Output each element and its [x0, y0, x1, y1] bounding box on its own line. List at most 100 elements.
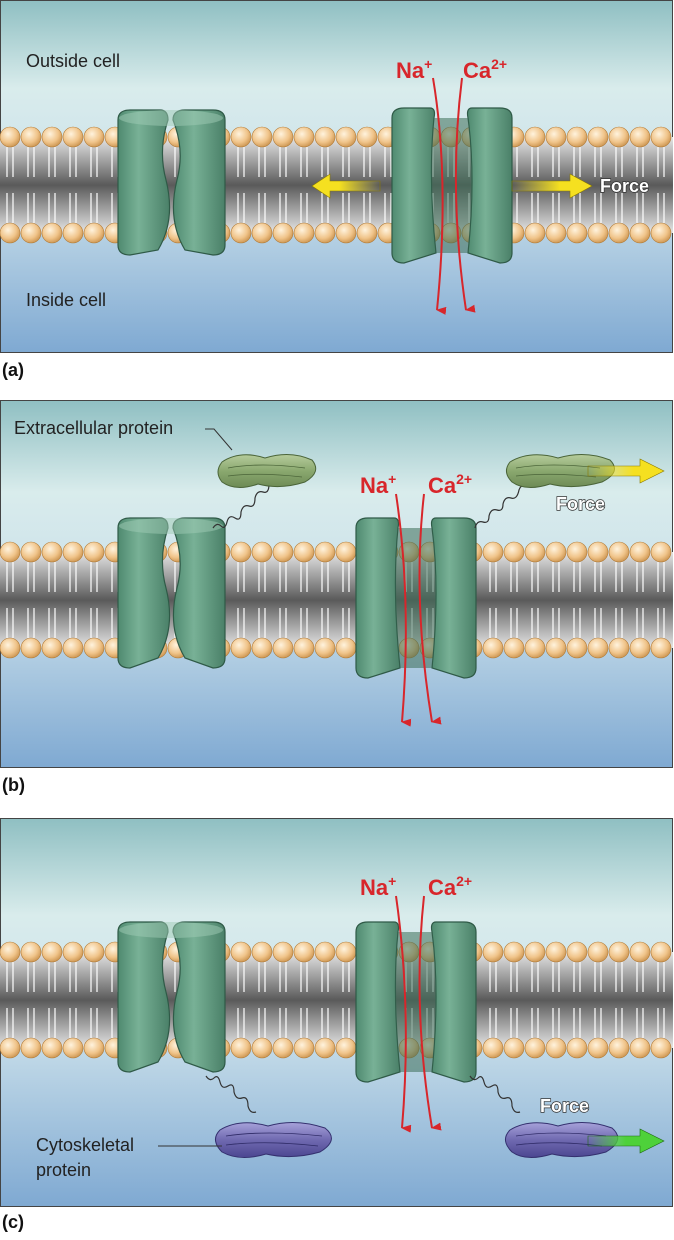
lipid-tail [510, 562, 518, 592]
lipid-tail [6, 1008, 14, 1038]
lipid-tail [321, 608, 329, 638]
lipid-tail [615, 608, 623, 638]
lipid-tail [90, 608, 98, 638]
panel-letter-a: (a) [2, 360, 24, 380]
lipid-tail [657, 962, 665, 992]
lipid-tail [69, 608, 77, 638]
membrane-c [0, 941, 673, 1059]
lipid-head [566, 541, 588, 563]
lipid-tail [636, 1008, 644, 1038]
extracellular-leader [205, 428, 233, 451]
lipid-tail [363, 147, 371, 177]
lipid-tail [615, 193, 623, 223]
lipid-head [335, 1037, 357, 1059]
lipid-head [524, 637, 546, 659]
tether-left-c [205, 1075, 257, 1113]
lipid-head [629, 222, 651, 244]
lipid-tail [489, 608, 497, 638]
lipid-head [503, 941, 525, 963]
lipid-tail [342, 1008, 350, 1038]
lipid-tail [510, 1008, 518, 1038]
lipid-tail [258, 562, 266, 592]
lipid-head [272, 1037, 294, 1059]
ion-label-ca-c: Ca2+ [428, 873, 472, 900]
ion-label-na-a: Na+ [396, 56, 432, 83]
lipid-head [587, 541, 609, 563]
lipid-tail [258, 193, 266, 223]
lipid-tail [279, 562, 287, 592]
lipid-head [650, 541, 672, 563]
lipid-head [83, 1037, 105, 1059]
lipid-head [62, 541, 84, 563]
lipid-head [41, 222, 63, 244]
closed-channel-c [117, 921, 226, 1073]
lipid-head [629, 941, 651, 963]
lipid-head [272, 222, 294, 244]
lipid-tail [552, 193, 560, 223]
lipid-tail [300, 962, 308, 992]
lipid-head [62, 637, 84, 659]
lipid-head [650, 126, 672, 148]
tether-left-b [212, 483, 270, 529]
lipid-head [566, 1037, 588, 1059]
lipid-tail [279, 193, 287, 223]
lipid-head [629, 126, 651, 148]
lipid-tail [363, 193, 371, 223]
lipid-head [335, 637, 357, 659]
outside-cell-label: Outside cell [26, 51, 120, 71]
lipid-head [272, 126, 294, 148]
cytoskeletal-protein-label-line1: Cytoskeletal [36, 1135, 134, 1155]
lipid-tail [48, 562, 56, 592]
lipid-tail [27, 608, 35, 638]
lipid-head [608, 637, 630, 659]
lipid-tail [321, 193, 329, 223]
lipid-head [482, 637, 504, 659]
lipid-head [83, 941, 105, 963]
lipid-head [314, 637, 336, 659]
lipid-tail [573, 608, 581, 638]
lipid-tail [342, 962, 350, 992]
lipid-head [587, 941, 609, 963]
lipid-tail [258, 147, 266, 177]
lipid-tail [279, 962, 287, 992]
lipid-head [482, 1037, 504, 1059]
lipid-tail [90, 193, 98, 223]
lipid-head [62, 1037, 84, 1059]
panel-letter-c: (c) [2, 1212, 24, 1232]
lipid-head [503, 637, 525, 659]
lipid-tail [258, 1008, 266, 1038]
force-arrow-b [587, 458, 665, 484]
lipid-head [20, 541, 42, 563]
force-label-b: Force [556, 494, 605, 514]
force-arrow-right-a [511, 173, 593, 199]
membrane-b [0, 541, 673, 659]
lipid-tail [321, 962, 329, 992]
lipid-tail [300, 608, 308, 638]
lipid-tail [48, 962, 56, 992]
lipid-head [20, 1037, 42, 1059]
lipid-head [293, 222, 315, 244]
panel-c: Force Cytoskeletal protein Na+ Ca2+ (c) [0, 818, 674, 1240]
cytoskeletal-protein-left [215, 1122, 332, 1158]
lipid-tail [237, 147, 245, 177]
lipid-head [608, 1037, 630, 1059]
lipid-tail [657, 608, 665, 638]
lipid-head [251, 1037, 273, 1059]
lipid-head [293, 126, 315, 148]
lipid-head [335, 126, 357, 148]
lipid-head [0, 222, 21, 244]
force-arrow-left-a [311, 173, 381, 199]
lipid-tail [321, 562, 329, 592]
lipid-tail [531, 962, 539, 992]
force-label-a: Force [600, 176, 649, 196]
lipid-head [251, 126, 273, 148]
lipid-head [503, 541, 525, 563]
lipid-heads-top-a [0, 126, 672, 148]
lipid-head [566, 222, 588, 244]
lipid-head [83, 222, 105, 244]
lipid-tail [6, 608, 14, 638]
lipid-head [251, 941, 273, 963]
lipid-tail [594, 608, 602, 638]
lipid-tail [300, 562, 308, 592]
lipid-tail [237, 562, 245, 592]
